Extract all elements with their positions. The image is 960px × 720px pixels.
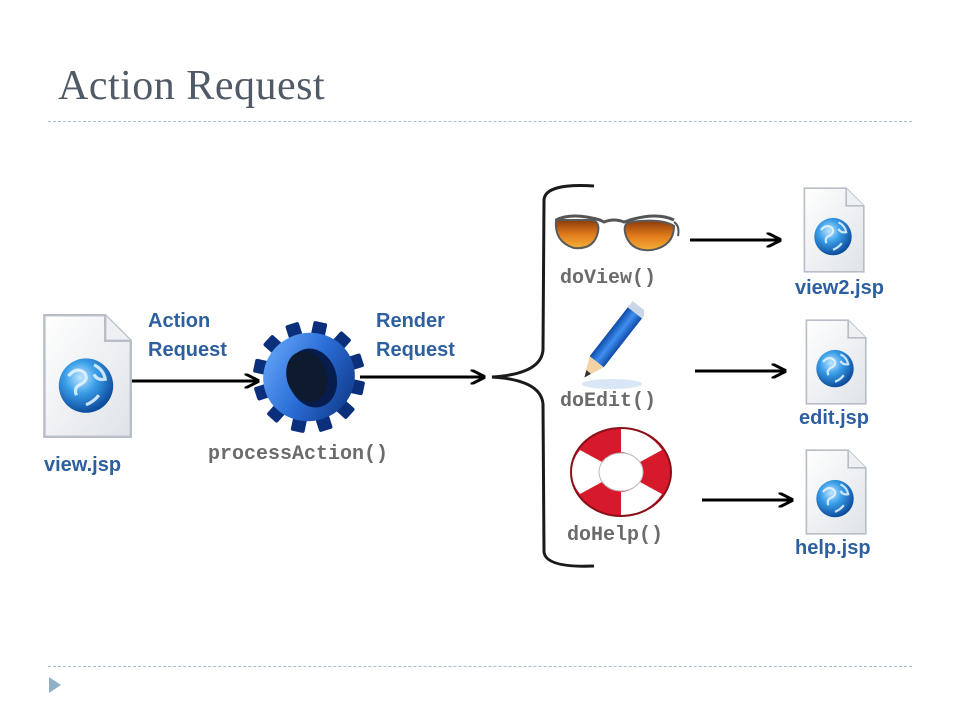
render-request-line-1: Render [376,310,445,332]
footer-divider [48,666,912,667]
do-edit-label: doEdit() [560,390,657,413]
web-page-file-icon [800,186,866,274]
web-page-file-icon [38,312,134,440]
view2-jsp-label: view2.jsp [795,277,884,299]
slide-title: Action Request [58,63,326,109]
edit-jsp-label: edit.jsp [799,407,870,429]
title-divider [48,121,912,122]
gear-icon [250,318,368,436]
action-request-line-1: Action [148,310,211,332]
process-action-label: processAction() [208,443,389,466]
help-jsp-label: help.jsp [795,537,871,559]
footer-bullet-icon [48,676,62,694]
render-request-line-2: Request [376,339,455,361]
render-request-label: Render Request [376,307,455,365]
do-help-label: doHelp() [567,524,664,547]
lifebuoy-icon [566,424,676,518]
view-jsp-label: view.jsp [44,454,122,476]
action-request-line-2: Request [148,339,227,361]
action-request-label: Action Request [148,307,227,365]
web-page-file-icon [802,318,868,406]
pencil-icon [574,300,644,392]
web-page-file-icon [802,448,868,536]
do-view-label: doView() [560,267,657,290]
render-brace [491,184,595,568]
sunglasses-icon [552,210,682,260]
